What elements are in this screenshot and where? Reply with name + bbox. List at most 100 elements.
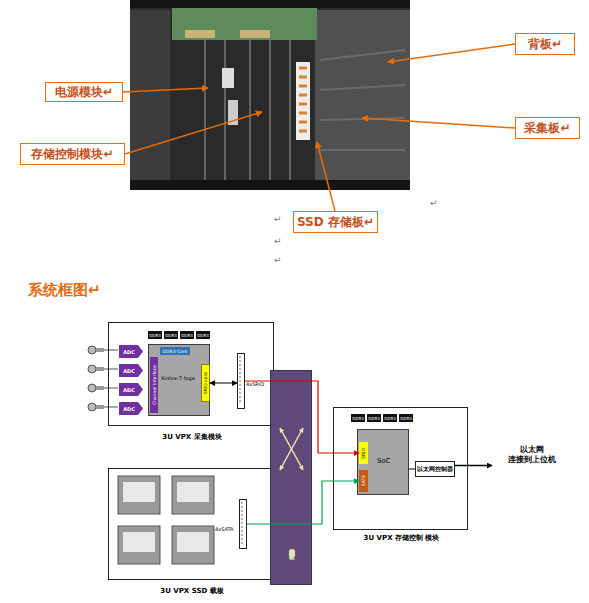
node-text: DDR3: [352, 416, 363, 421]
crossbar-arrow: [280, 428, 303, 470]
node-text: ADC: [123, 387, 135, 393]
side-panel: [130, 10, 170, 180]
paragraph-mark: ↵: [274, 236, 282, 246]
leader-line: [388, 44, 515, 62]
coax-connector: [88, 403, 96, 411]
connector-pins: [242, 502, 243, 544]
ssd-label: [123, 532, 155, 552]
ssd-drive: [118, 526, 160, 564]
module-box: 3U VPX SSD 载板4xSATA: [108, 468, 274, 580]
coax-connector: [96, 405, 104, 409]
chassis-body: [130, 0, 410, 190]
chassis-frame: [130, 180, 410, 190]
connector-line: [245, 381, 359, 453]
memory-chip: DDR3: [351, 414, 365, 422]
module-box: 3U VPX 采集模块ADCADCADCADCKintex-7 fpgaDDR3…: [108, 322, 274, 426]
coax-connector: [88, 365, 96, 373]
node-text: 3U VPX 采集模块: [109, 433, 275, 442]
memory-chip: DDR3: [383, 414, 397, 422]
power-connector: [222, 68, 234, 88]
memory-chip: DDR3: [399, 414, 413, 422]
node-text: SoC: [377, 457, 391, 465]
coax-connector: [96, 386, 104, 390]
callout-box: SSD 存储板↵: [293, 211, 378, 233]
adc-chip: ADC: [119, 402, 143, 415]
chassis-frame: [130, 0, 410, 8]
node-text: DDR3 Core: [163, 349, 188, 354]
card-slots: [205, 40, 290, 180]
node-text: 背板↵: [528, 36, 562, 53]
node-text: 4xSATA: [215, 526, 234, 532]
pcb-connector: [185, 30, 215, 38]
pentagon-shape: [119, 383, 143, 396]
soc-chip: SoCSRIOSATA: [357, 429, 409, 495]
crossbar-arrow: [280, 428, 303, 470]
node-text: DDR3: [181, 333, 192, 338]
node-text: SRIO: [361, 448, 366, 459]
callout-box: 背板↵: [515, 33, 575, 55]
callout-box: 电源模块↵: [45, 82, 123, 102]
pcb-connector: [240, 30, 270, 38]
adc-chip: ADC: [119, 383, 143, 396]
memory-chip: DDR3: [148, 331, 162, 339]
ssd-drive: [172, 526, 214, 564]
ssd-label: [123, 482, 155, 502]
node-text: ADC: [123, 406, 135, 412]
paragraph-mark: ↵: [274, 214, 282, 224]
connector-pins: [240, 356, 241, 404]
leader-line: [362, 118, 515, 128]
node-text: DDR3: [384, 416, 395, 421]
node-text: 以太网控制器: [417, 466, 453, 473]
controller-box: 以太网控制器: [415, 461, 455, 477]
ssd-label: [177, 532, 209, 552]
node-text: 专用数据背板: [287, 543, 296, 549]
pentagon-shape: [119, 402, 143, 415]
host-target: 以太网 连接到上位机: [492, 440, 572, 470]
leader-line: [317, 142, 335, 211]
pentagon-shape: [119, 364, 143, 377]
node-text: 3U VPX 存储控制 模块: [359, 534, 444, 543]
adc-chip: ADC: [119, 364, 143, 377]
fpga-chip: Kintex-7 fpga DDR3 CoreChannel Interface S…: [148, 344, 210, 416]
module-box: 3U VPX 存储控制 模块DDR3DDR3DDR3DDR3SoCSRIOSAT…: [333, 407, 468, 530]
ip-core: Channel Interface: [150, 357, 158, 413]
card-guides: [320, 50, 405, 150]
diagram-title: 系统框图↵: [28, 281, 101, 300]
memory-chip: DDR3: [196, 331, 210, 339]
backplane-connector: [296, 62, 310, 140]
connector-line: [247, 481, 359, 524]
pcb-board: [172, 8, 317, 40]
paragraph-mark: ↵: [430, 198, 438, 208]
paragraph-mark: ↵: [274, 255, 282, 265]
node-text: ADC: [123, 349, 135, 355]
memory-chip: DDR3: [164, 331, 178, 339]
callout-box: 存储控制模块↵: [20, 143, 125, 165]
connector-pins: [299, 68, 307, 131]
ssd-drive: [118, 476, 160, 514]
memory-chip: DDR3: [180, 331, 194, 339]
adc-chip: ADC: [119, 345, 143, 358]
node-text: SRIO core: [203, 372, 208, 394]
callout-box: 采集板↵: [515, 117, 580, 139]
node-text: DDR3: [197, 333, 208, 338]
backplane-band: 专用数据背板: [270, 370, 312, 585]
connector: 4xSRIO: [237, 353, 245, 409]
ssd-drive: [172, 476, 214, 514]
coax-connector: [96, 348, 104, 352]
connector-line: [455, 465, 492, 467]
coax-connector: [88, 384, 96, 392]
leader-line: [123, 88, 208, 92]
node-text: 4xSRIO: [246, 381, 264, 387]
connector: 4xSATA: [239, 499, 247, 549]
leader-line: [125, 112, 262, 154]
node-text: 采集板↵: [524, 120, 570, 137]
node-text: 3U VPX SSD 载板: [109, 587, 275, 596]
pentagon-shape: [119, 345, 143, 358]
coax-connector: [88, 346, 96, 354]
coax-wire: [104, 350, 118, 407]
node-text: 存储控制模块↵: [31, 146, 113, 163]
node-text: 以太网 连接到上位机: [502, 445, 562, 466]
node-text: Kintex-7 fpga: [161, 375, 195, 381]
node-text: DDR3: [165, 333, 176, 338]
